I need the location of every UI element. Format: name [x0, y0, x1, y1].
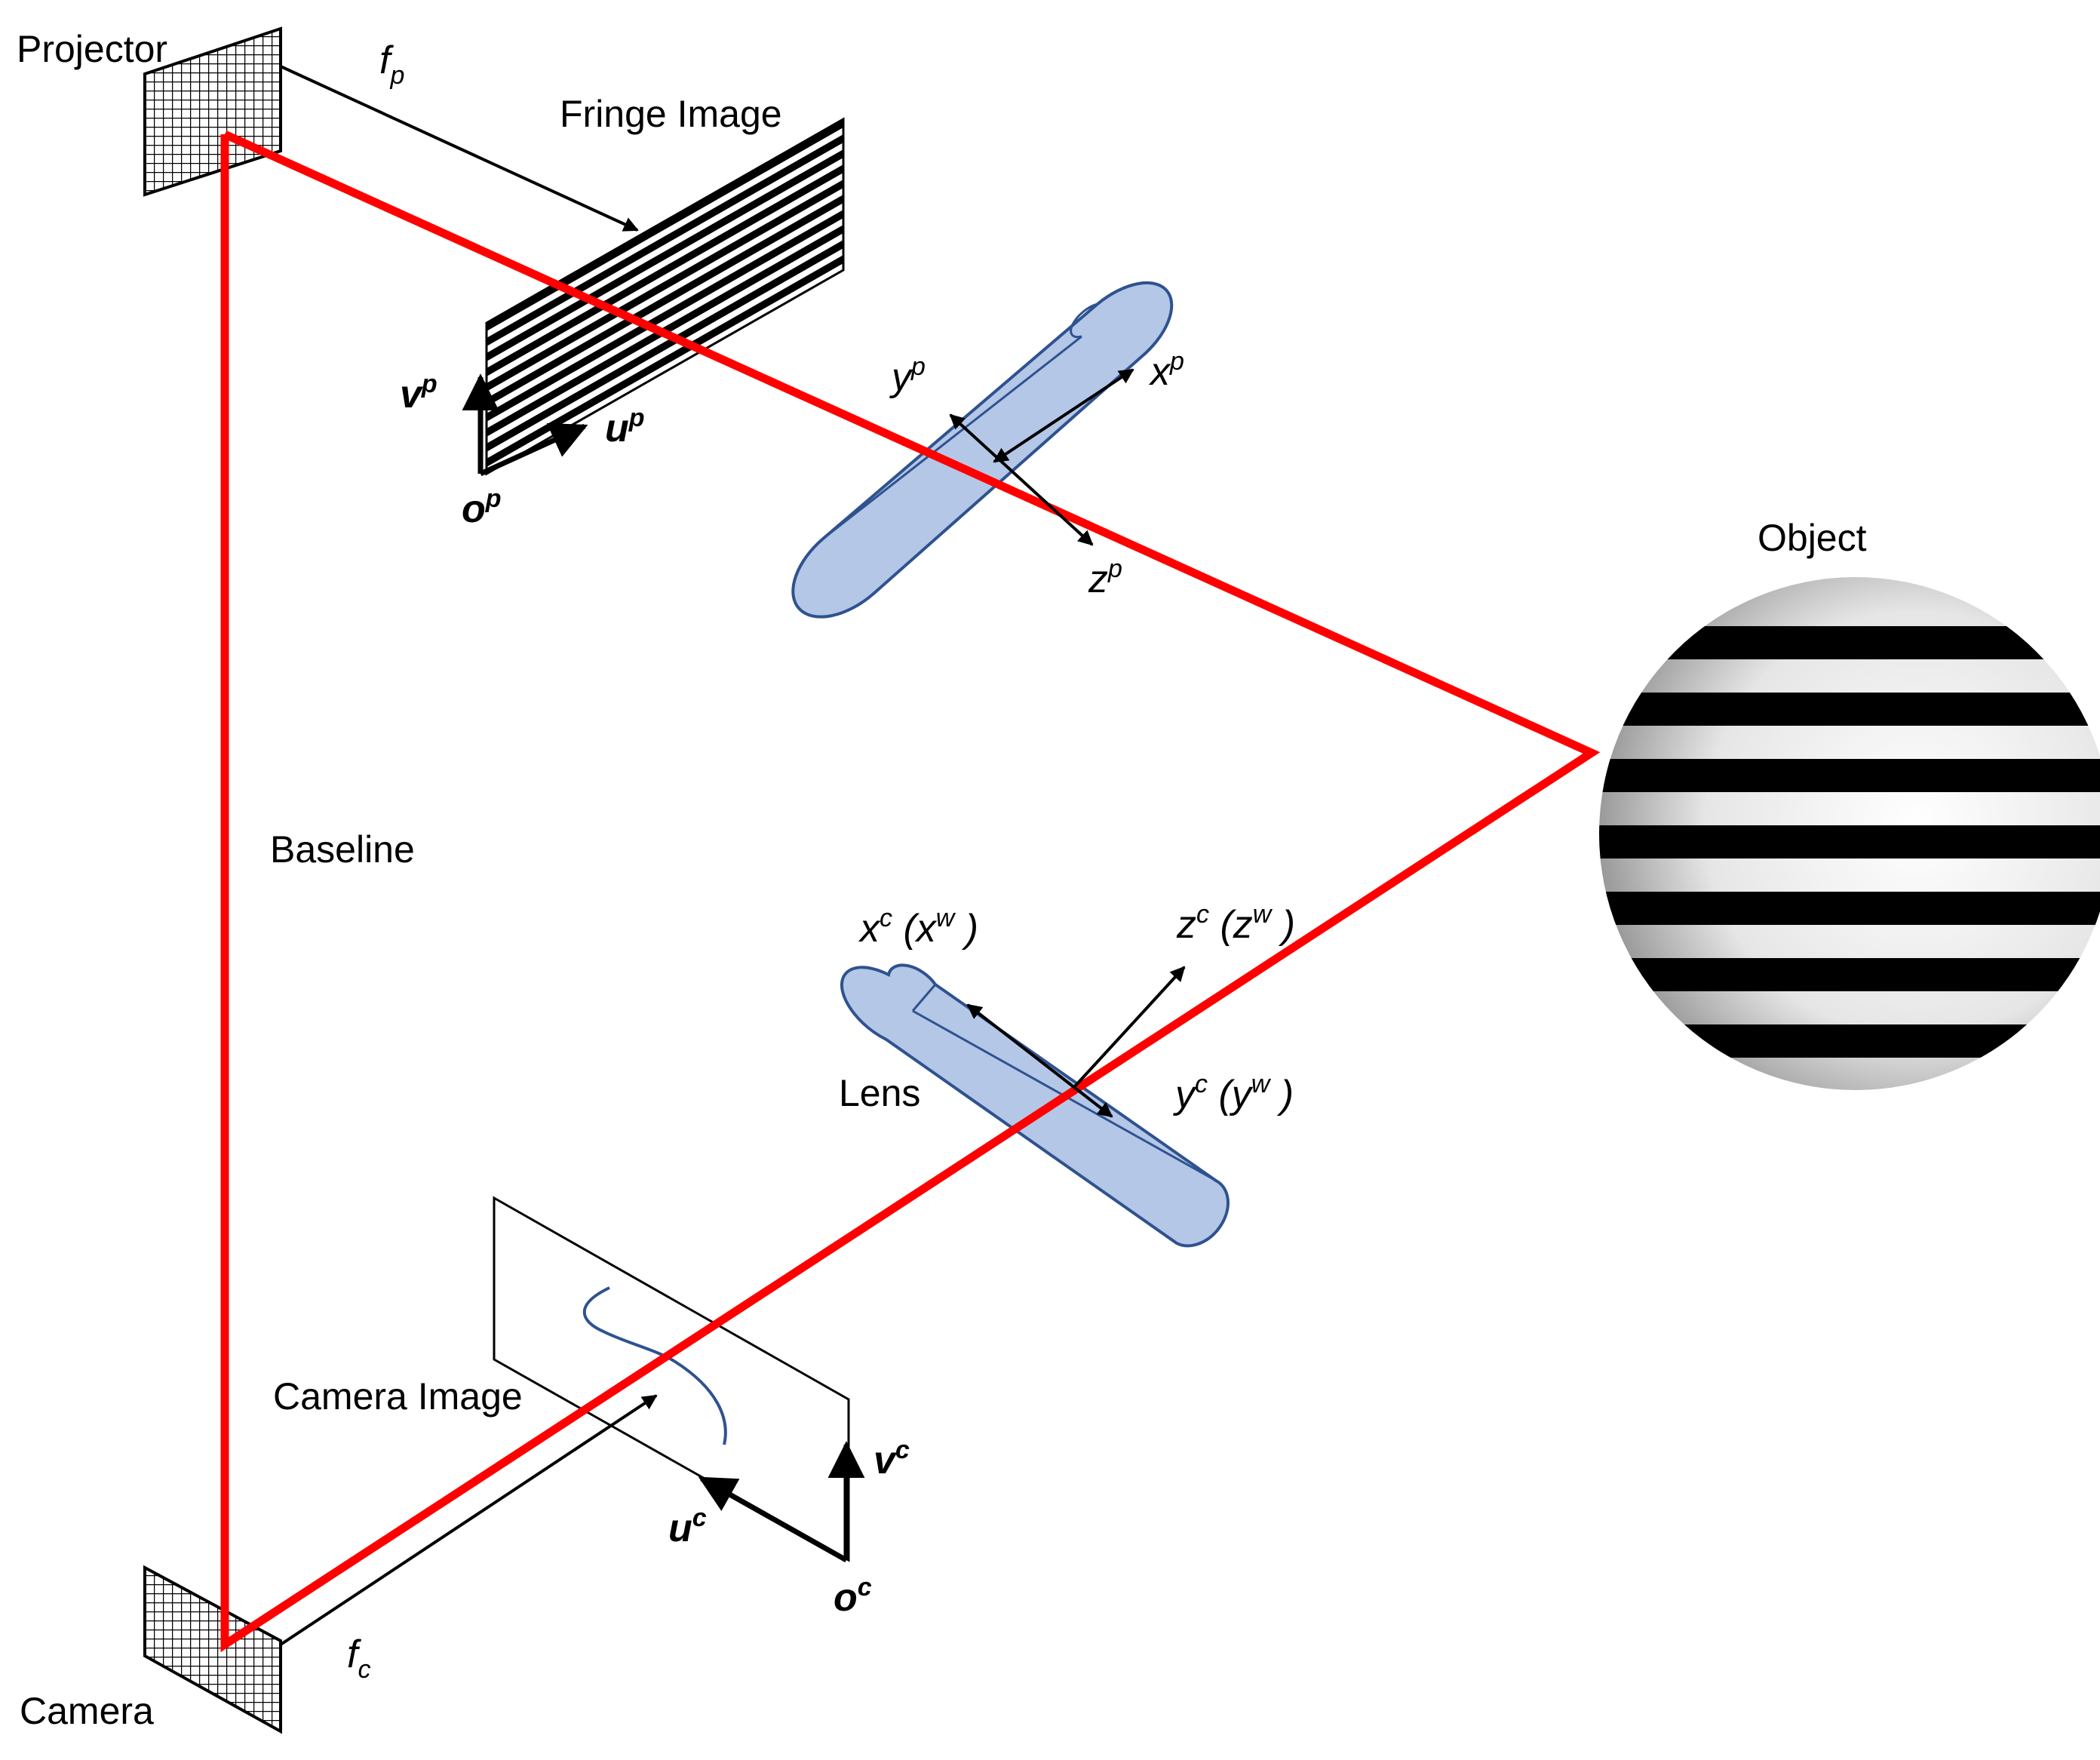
fringe-stripe: [487, 240, 843, 452]
fringe-image-plane: [485, 117, 845, 476]
fringe-stripe: [487, 164, 843, 376]
fringe-stripe: [487, 149, 843, 361]
up-symbol: up: [605, 404, 645, 450]
camera-image-label: Camera Image: [273, 1375, 523, 1418]
xc-symbol: xc (xw ): [858, 904, 978, 951]
lens-label: Lens: [839, 1072, 920, 1114]
uc-axis-arrow: [698, 1476, 848, 1563]
vc-symbol: vc: [873, 1436, 910, 1482]
sphere-stripe: [1599, 892, 2100, 925]
camera-image-plane: [493, 1196, 850, 1562]
object-sphere: [1592, 577, 2100, 1124]
fringe-plane-outline: [485, 117, 845, 476]
triangulation-ray: [220, 130, 1601, 1653]
zp-symbol: zp: [1088, 554, 1122, 601]
yc-axis-arrow: [966, 1003, 1113, 1118]
deformed-fringe-curve: [582, 1286, 727, 1445]
sphere-stripe: [1599, 626, 2100, 659]
zc-symbol: zc (zw ): [1176, 900, 1295, 947]
sphere-stripe: [1599, 1024, 2100, 1058]
fringe-stripe: [487, 195, 843, 407]
fringe-image-label: Fringe Image: [560, 93, 782, 135]
sphere-stripe: [1599, 759, 2100, 792]
fringe-stripe: [487, 180, 843, 392]
object-label: Object: [1758, 517, 1867, 559]
oc-symbol: oc: [834, 1573, 872, 1620]
yc-symbol: yc (yw ): [1173, 1070, 1294, 1117]
fc-arrow: [279, 1394, 658, 1646]
zp-axis-arrow: [949, 413, 1094, 546]
yp-symbol: yp: [889, 352, 926, 399]
fp-arrow: [280, 65, 639, 232]
fringe-stripe: [487, 255, 843, 467]
zc-axis-arrow: [1073, 966, 1186, 1088]
uc-symbol: uc: [668, 1504, 707, 1550]
camera-device: [143, 1565, 282, 1734]
baseline-label: Baseline: [270, 828, 415, 871]
projector-device: [143, 26, 282, 197]
fc-symbol: fc: [347, 1633, 370, 1684]
fringe-stripe: [487, 210, 843, 422]
op-symbol: op: [462, 484, 502, 531]
sphere-stripe: [1599, 825, 2100, 858]
vp-symbol: vp: [400, 370, 438, 416]
fringe-stripe: [487, 119, 843, 331]
camera-label: Camera: [20, 1690, 154, 1732]
up-axis-arrow: [479, 423, 588, 477]
sphere-stripe: [1599, 693, 2100, 726]
sphere-stripe: [1592, 1091, 2100, 1124]
fp-symbol: fp: [379, 38, 404, 90]
sphere-stripe: [1599, 958, 2100, 991]
projector-label: Projector: [17, 28, 167, 70]
xp-symbol: xp: [1148, 347, 1184, 394]
